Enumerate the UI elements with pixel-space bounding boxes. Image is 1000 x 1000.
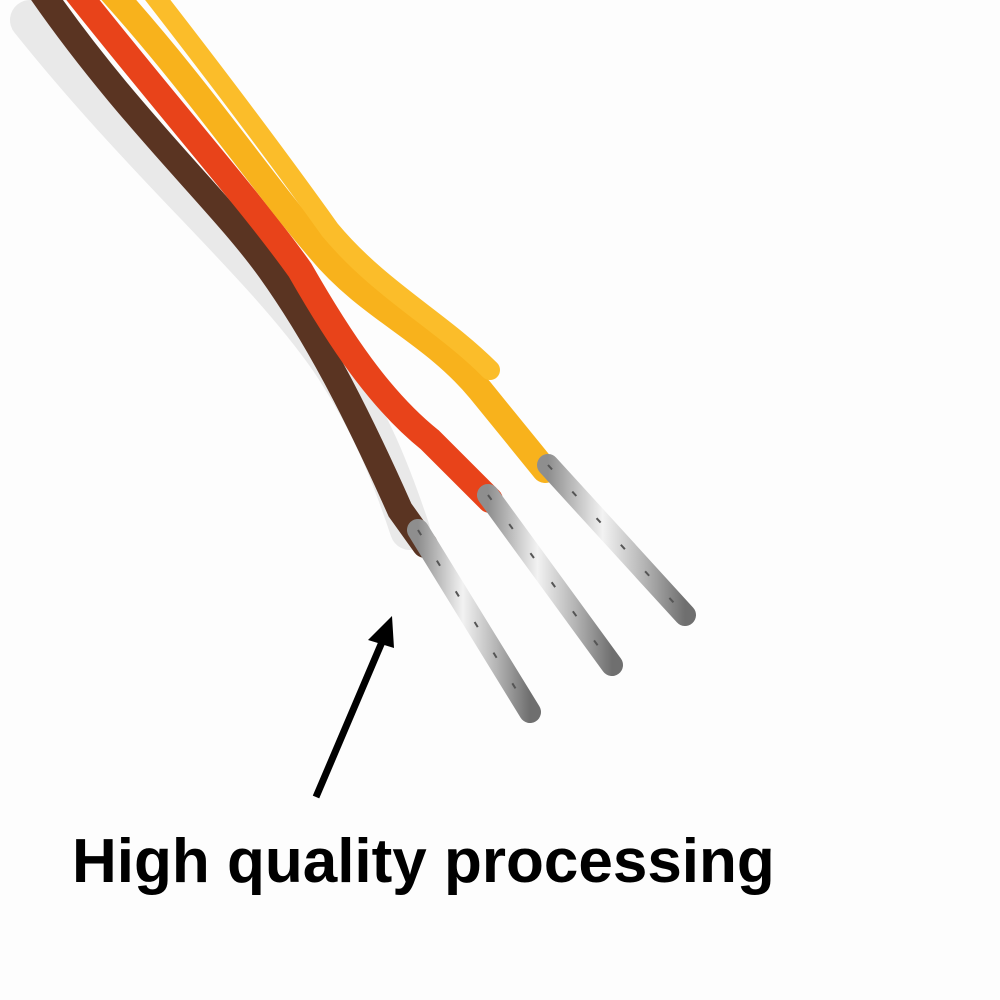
crimp-terminal-brown [407,519,541,723]
crimp-terminal-yellow [537,454,696,626]
yellow-wire [101,0,558,483]
caption-text: High quality processing [72,827,775,896]
red-wire [66,0,503,513]
crimp-terminal-red [477,484,623,676]
arrow-icon [312,616,394,799]
brown-wire [31,0,438,558]
